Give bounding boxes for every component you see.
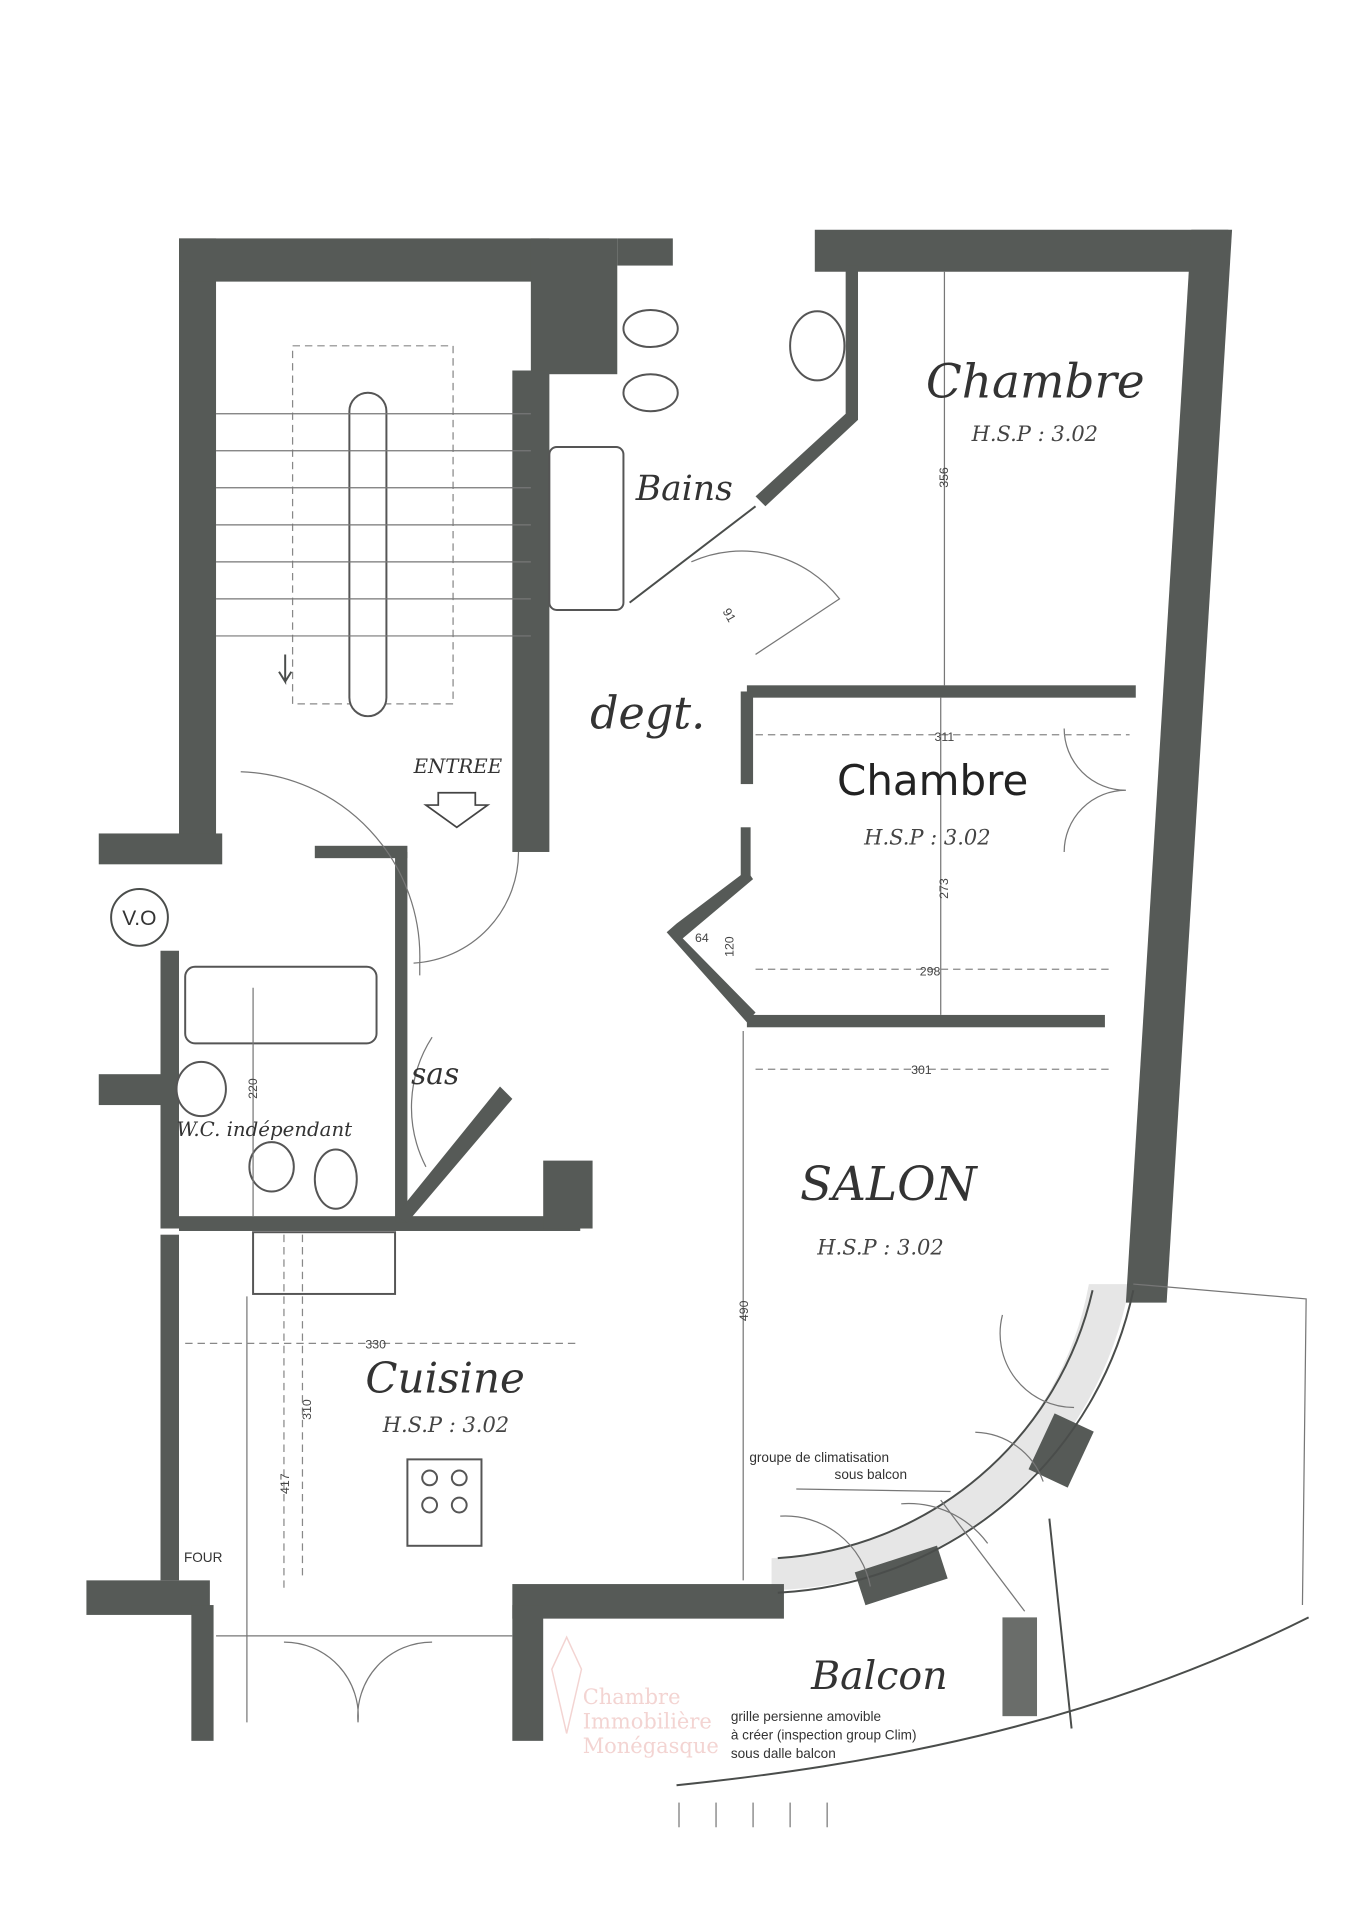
room-chambre-1-hsp: H.S.P : 3.02 xyxy=(971,422,1098,446)
dim-wc-depth: 220 xyxy=(246,1078,260,1099)
dim-niche-width: 64 xyxy=(695,931,709,945)
dim-door-bains: 91 xyxy=(720,606,739,625)
kitchen-fixtures xyxy=(185,1231,581,1723)
room-chambre-2-hsp: H.S.P : 3.02 xyxy=(863,826,990,850)
room-balcon: Balcon xyxy=(810,1653,948,1699)
dim-chambre2-depth: 273 xyxy=(937,878,951,899)
dim-chambre2-top: 311 xyxy=(935,730,955,744)
room-chambre-1: Chambre xyxy=(926,355,1145,410)
room-cuisine: Cuisine xyxy=(365,1354,524,1403)
salon-balcon-fixtures xyxy=(676,1283,1310,1828)
bathroom-fixtures xyxy=(548,271,946,686)
note-grille-3: sous dalle balcon xyxy=(731,1746,836,1761)
staircase xyxy=(216,345,531,718)
note-clim-1: groupe de climatisation xyxy=(749,1450,889,1465)
dim-salon-depth: 490 xyxy=(737,1300,751,1321)
note-clim-2: sous balcon xyxy=(835,1467,907,1482)
dim-chambre2-bottom: 298 xyxy=(920,964,941,978)
svg-text:Immobilière: Immobilière xyxy=(583,1710,712,1734)
four-label: FOUR xyxy=(184,1550,223,1565)
svg-text:Chambre: Chambre xyxy=(583,1685,681,1709)
room-wc: W.C. indépendant xyxy=(177,1118,353,1141)
closet-doors xyxy=(1063,728,1126,852)
dim-salon-width: 301 xyxy=(911,1063,932,1077)
room-sas: sas xyxy=(411,1057,459,1091)
svg-text:Monégasque: Monégasque xyxy=(583,1734,719,1758)
room-bains: Bains xyxy=(635,469,733,509)
entry-fixtures xyxy=(175,771,520,1223)
vo-label: V.O xyxy=(122,907,156,930)
watermark: Chambre Immobilière Monégasque xyxy=(551,1635,719,1758)
room-degt: degt. xyxy=(590,689,705,740)
dim-chambre1-depth: 356 xyxy=(937,467,951,488)
vo-circle xyxy=(110,888,169,947)
room-chambre-2: Chambre xyxy=(837,756,1028,805)
note-grille-1: grille persienne amovible xyxy=(731,1709,881,1724)
dim-niche-depth: 120 xyxy=(722,936,736,957)
room-salon-hsp: H.S.P : 3.02 xyxy=(816,1235,943,1259)
dim-cuisine-depth-b: 417 xyxy=(278,1473,292,1494)
note-grille-2: à créer (inspection group Clim) xyxy=(731,1728,917,1743)
room-salon: SALON xyxy=(800,1157,979,1212)
entree-label: ENTREE xyxy=(413,755,503,778)
dim-cuisine-depth-a: 310 xyxy=(300,1399,314,1420)
dim-cuisine-width: 330 xyxy=(365,1337,386,1351)
room-cuisine-hsp: H.S.P : 3.02 xyxy=(382,1413,509,1437)
